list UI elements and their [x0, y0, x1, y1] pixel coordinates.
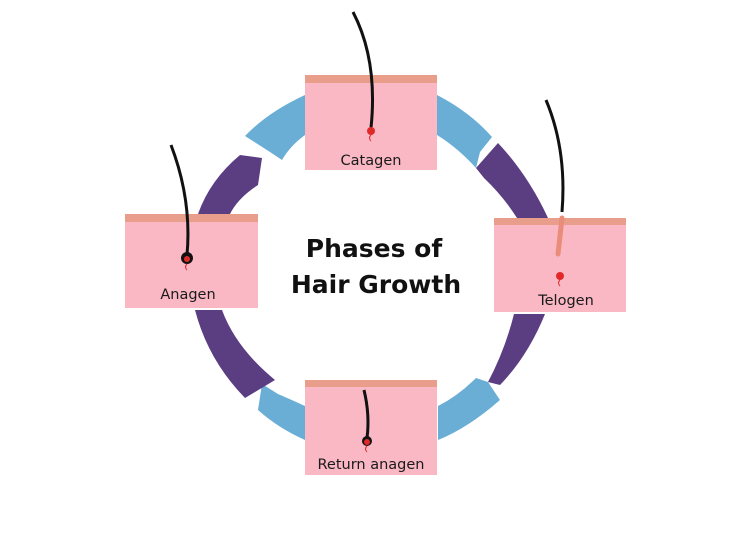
follicle-tail	[185, 263, 188, 271]
hair-strand	[351, 11, 374, 129]
diagram-title: Phases of Hair Growth	[291, 234, 461, 299]
follicle-tail	[365, 445, 368, 453]
hair-strand	[544, 99, 565, 213]
hair-strand	[362, 389, 370, 439]
return-anagen-panel: Return anagen	[305, 380, 437, 475]
shed-hair-shaft	[555, 215, 565, 257]
arrow-anagen-up	[198, 155, 262, 214]
cycle-arrows	[195, 95, 548, 440]
phase-label-telogen: Telogen	[537, 293, 594, 309]
skin-block	[125, 221, 258, 308]
arrow-return-to-anagen	[258, 384, 305, 440]
hair-strand	[169, 144, 190, 256]
telogen-panel: Telogen	[494, 99, 626, 312]
arrow-to-telogen	[476, 143, 548, 218]
follicle-tail	[369, 134, 372, 142]
phase-label-catagen: Catagen	[341, 153, 402, 169]
phase-label-return-anagen: Return anagen	[317, 457, 424, 473]
anagen-panel: Anagen	[125, 144, 258, 308]
hair-bulb	[367, 127, 375, 135]
catagen-panel: Catagen	[305, 11, 437, 170]
arrow-to-return-anagen	[438, 378, 500, 440]
skin-surface	[125, 214, 258, 222]
arrow-catagen-to-telogen	[437, 95, 492, 168]
title-line-1: Phases of	[306, 234, 444, 263]
arrow-telogen-to-return	[488, 314, 545, 385]
skin-block	[305, 386, 437, 475]
arrow-to-anagen	[195, 310, 275, 398]
phase-label-anagen: Anagen	[160, 287, 215, 303]
skin-surface	[305, 380, 437, 387]
hair-bulb	[184, 256, 190, 262]
follicle-tail	[558, 279, 561, 287]
title-line-2: Hair Growth	[291, 270, 461, 299]
arrow-anagen-to-catagen	[245, 95, 305, 160]
hair-bulb	[556, 272, 564, 280]
hair-bulb	[364, 439, 370, 445]
